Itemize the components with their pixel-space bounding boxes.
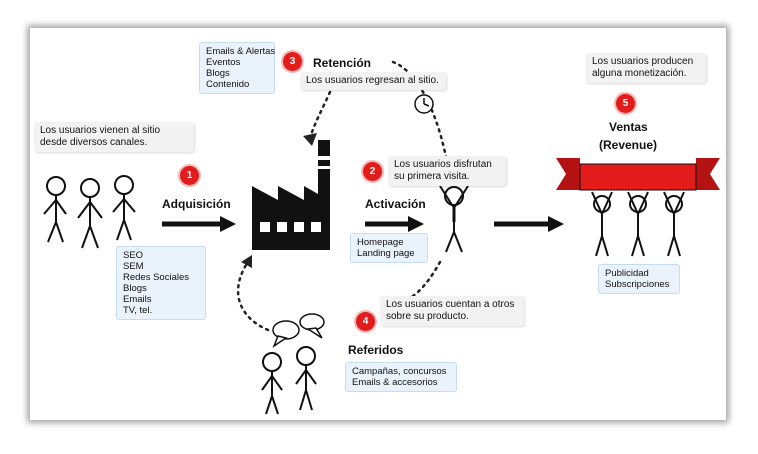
arrow-factory-to-activation — [365, 216, 424, 232]
note-referral: Los usuarios cuentan a otros sobre su pr… — [380, 296, 524, 326]
list-item: Subscripciones — [605, 279, 670, 290]
note-activation: Los usuarios disfrutan su primera visita… — [388, 156, 506, 186]
list-item: Emails & Alertas — [206, 46, 276, 57]
list-item: Homepage — [357, 237, 404, 248]
badge-revenue: 5 — [616, 94, 635, 113]
label-referral: Referidos — [348, 343, 404, 357]
list-item: TV, tel. — [123, 305, 153, 316]
badge-acquisition: 1 — [180, 166, 199, 185]
referral-people-icon — [261, 346, 317, 415]
clock-icon — [414, 94, 434, 114]
arms-up-person-icon — [439, 185, 469, 253]
list-item: Redes Sociales — [123, 272, 190, 283]
label-activation: Activación — [365, 197, 426, 211]
label-revenue: Ventas — [609, 120, 648, 134]
label-acquisition: Adquisición — [162, 197, 231, 211]
arrow-acquisition-to-factory — [162, 216, 236, 232]
chat-bubbles-icon — [272, 313, 325, 348]
list-retention: Emails & Alertas Eventos Blogs Contenido — [199, 42, 275, 94]
dotted-arrow-retention — [391, 60, 450, 170]
list-revenue: Publicidad Subscripciones — [598, 264, 680, 294]
list-item: Eventos — [206, 57, 241, 68]
list-referral: Campañas, concursos Emails & accesorios — [345, 362, 457, 392]
badge-referral: 4 — [356, 312, 375, 331]
list-item: SEM — [123, 261, 144, 272]
factory-icon — [252, 140, 332, 250]
dotted-arrow-to-factory-top — [308, 90, 332, 140]
list-acquisition: SEO SEM Redes Sociales Blogs Emails TV, … — [116, 246, 206, 320]
list-item: Publicidad — [605, 268, 649, 279]
list-item: Blogs — [206, 68, 230, 79]
banner-carriers-icon — [556, 158, 720, 257]
arrow-activation-to-revenue — [494, 216, 564, 232]
people-group-icon — [43, 175, 136, 249]
badge-activation: 2 — [363, 162, 382, 181]
note-retention: Los usuarios regresan al sitio. — [300, 72, 446, 90]
list-item: Emails & accesorios — [352, 377, 438, 388]
note-revenue: Los usuarios producen alguna monetizació… — [586, 53, 706, 83]
dotted-arrow-referral — [408, 260, 442, 300]
list-item: SEO — [123, 250, 144, 261]
badge-retention: 3 — [283, 52, 302, 71]
label-revenue-sub: (Revenue) — [599, 138, 658, 152]
list-item: Blogs — [123, 283, 147, 294]
note-acquisition: Los usuarios vienen al sitio desde diver… — [34, 122, 194, 152]
list-item: Contenido — [206, 79, 250, 90]
label-retention: Retención — [313, 56, 372, 70]
list-item: Emails — [123, 294, 152, 305]
dotted-arrow-to-factory-bottom — [236, 260, 270, 332]
list-activation: Homepage Landing page — [350, 233, 428, 263]
list-item: Campañas, concursos — [352, 366, 447, 377]
list-item: Landing page — [357, 248, 415, 259]
